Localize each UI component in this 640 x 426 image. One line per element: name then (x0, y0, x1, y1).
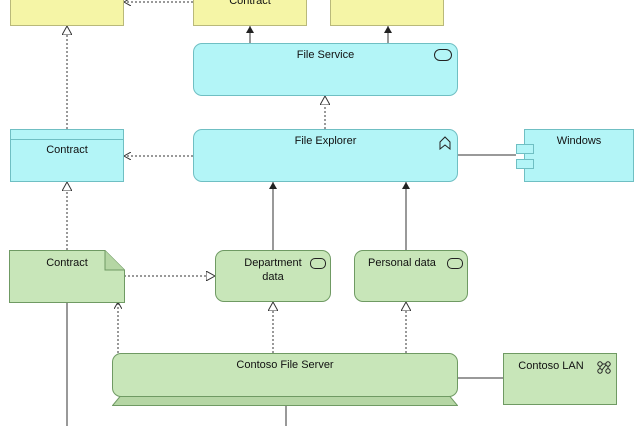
node-contract-doc[interactable] (9, 250, 125, 303)
node-windows[interactable]: Windows (524, 129, 634, 182)
node-contract-top-left[interactable] (10, 0, 124, 26)
node-label: Personal data (368, 257, 436, 269)
service-icon (434, 49, 452, 61)
node-personal-data[interactable]: Personal data (354, 250, 468, 302)
node-department-data[interactable]: Department data (215, 250, 331, 302)
node-contract-doc-label: Contract (46, 257, 88, 269)
node-file-service[interactable]: File Service (193, 43, 458, 96)
service-icon (310, 258, 326, 269)
contract-divider (11, 139, 123, 140)
node-label: File Explorer (294, 135, 357, 147)
network-icon (597, 361, 611, 374)
application-function-icon (439, 136, 451, 150)
node-label-line2: data (262, 271, 284, 283)
node-contract-mid[interactable]: Contract (10, 129, 124, 182)
node-label: Windows (556, 135, 602, 147)
device-base (112, 396, 458, 406)
node-file-explorer[interactable]: File Explorer (193, 129, 458, 182)
node-label: Contract (46, 144, 88, 156)
node-label: Contoso LAN (518, 360, 584, 372)
component-tab-upper (516, 144, 534, 154)
node-label: File Service (296, 49, 355, 61)
node-label: Contract (229, 0, 271, 7)
node-contoso-file-server[interactable]: Contoso File Server (112, 353, 458, 397)
node-contract-top[interactable]: Contract (193, 0, 307, 26)
node-label-line1: Department (244, 257, 302, 269)
node-contoso-lan[interactable]: Contoso LAN (503, 353, 617, 405)
component-tab-lower (516, 159, 534, 169)
node-label: Contoso File Server (236, 359, 334, 371)
service-icon (447, 258, 463, 269)
node-top-right[interactable] (330, 0, 444, 26)
